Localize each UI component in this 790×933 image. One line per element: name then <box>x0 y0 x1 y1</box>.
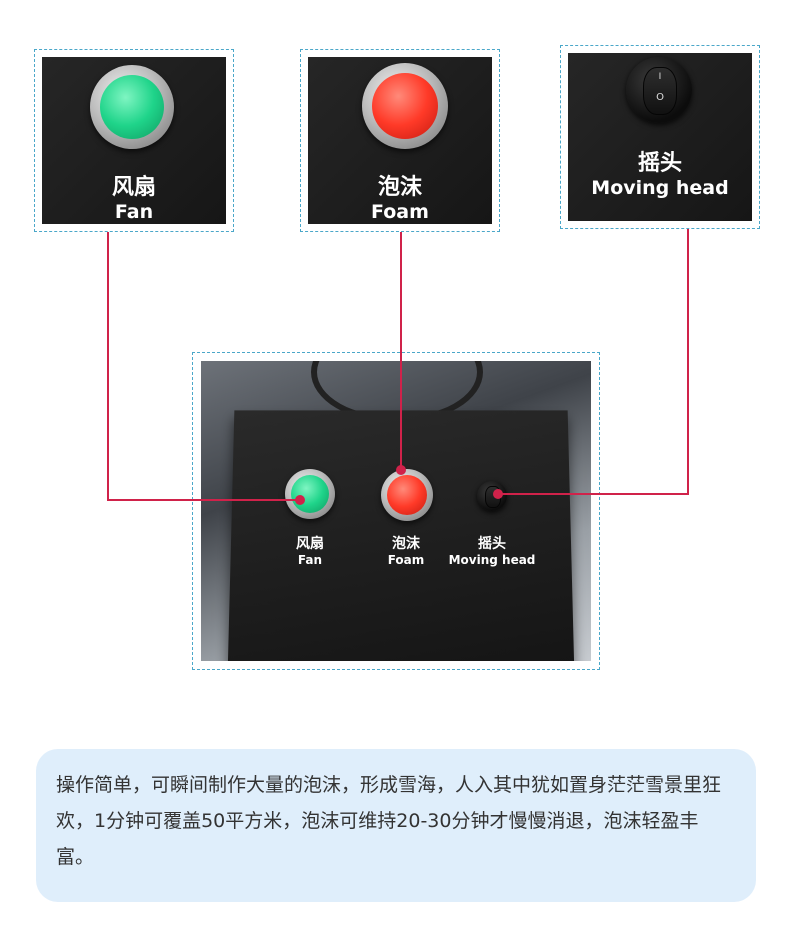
device-foam-label-en: Foam <box>387 553 425 567</box>
foam-label-en: Foam <box>371 201 429 223</box>
description-text: 操作简单，可瞬间制作大量的泡沫，形成雪海，人入其中犹如置身茫茫雪景里狂欢，1分钟… <box>56 774 722 868</box>
device-photo: 风扇 Fan 泡沫 Foam 摇头 Moving head <box>201 361 591 661</box>
switch-mark-on: I <box>658 72 662 82</box>
fan-panel-frame: 风扇 Fan <box>34 49 234 232</box>
device-moving-head-switch[interactable] <box>477 481 507 511</box>
device-fan-button[interactable] <box>285 469 335 519</box>
moving-head-label-cn: 摇头 <box>637 151 682 176</box>
moving-head-panel: I O 摇头 Moving head <box>568 53 752 221</box>
moving-head-panel-frame: I O 摇头 Moving head <box>560 45 760 229</box>
green-push-button-icon[interactable] <box>90 65 174 149</box>
device-fan-label-en: Fan <box>297 553 323 567</box>
switch-mark-off: O <box>656 92 664 103</box>
description-box: 操作简单，可瞬间制作大量的泡沫，形成雪海，人入其中犹如置身茫茫雪景里狂欢，1分钟… <box>36 749 756 902</box>
rocker-switch-icon[interactable]: I O <box>626 57 692 123</box>
fan-label-en: Fan <box>114 201 154 223</box>
device-foam-button[interactable] <box>381 469 433 521</box>
device-fan-label-cn: 风扇 <box>296 536 324 552</box>
foam-panel-frame: 泡沫 Foam <box>300 49 500 232</box>
moving-head-label-en: Moving head <box>591 177 729 199</box>
red-push-button-icon[interactable] <box>362 63 448 149</box>
fan-label-cn: 风扇 <box>111 175 156 200</box>
foam-panel: 泡沫 Foam <box>308 57 492 224</box>
fan-panel: 风扇 Fan <box>42 57 226 224</box>
foam-label-cn: 泡沫 <box>377 175 422 200</box>
device-foam-label-cn: 泡沫 <box>392 536 420 552</box>
device-photo-frame: 风扇 Fan 泡沫 Foam 摇头 Moving head <box>192 352 600 670</box>
device-moving-head-label-en: Moving head <box>448 553 536 567</box>
device-moving-head-label-cn: 摇头 <box>478 536 506 552</box>
